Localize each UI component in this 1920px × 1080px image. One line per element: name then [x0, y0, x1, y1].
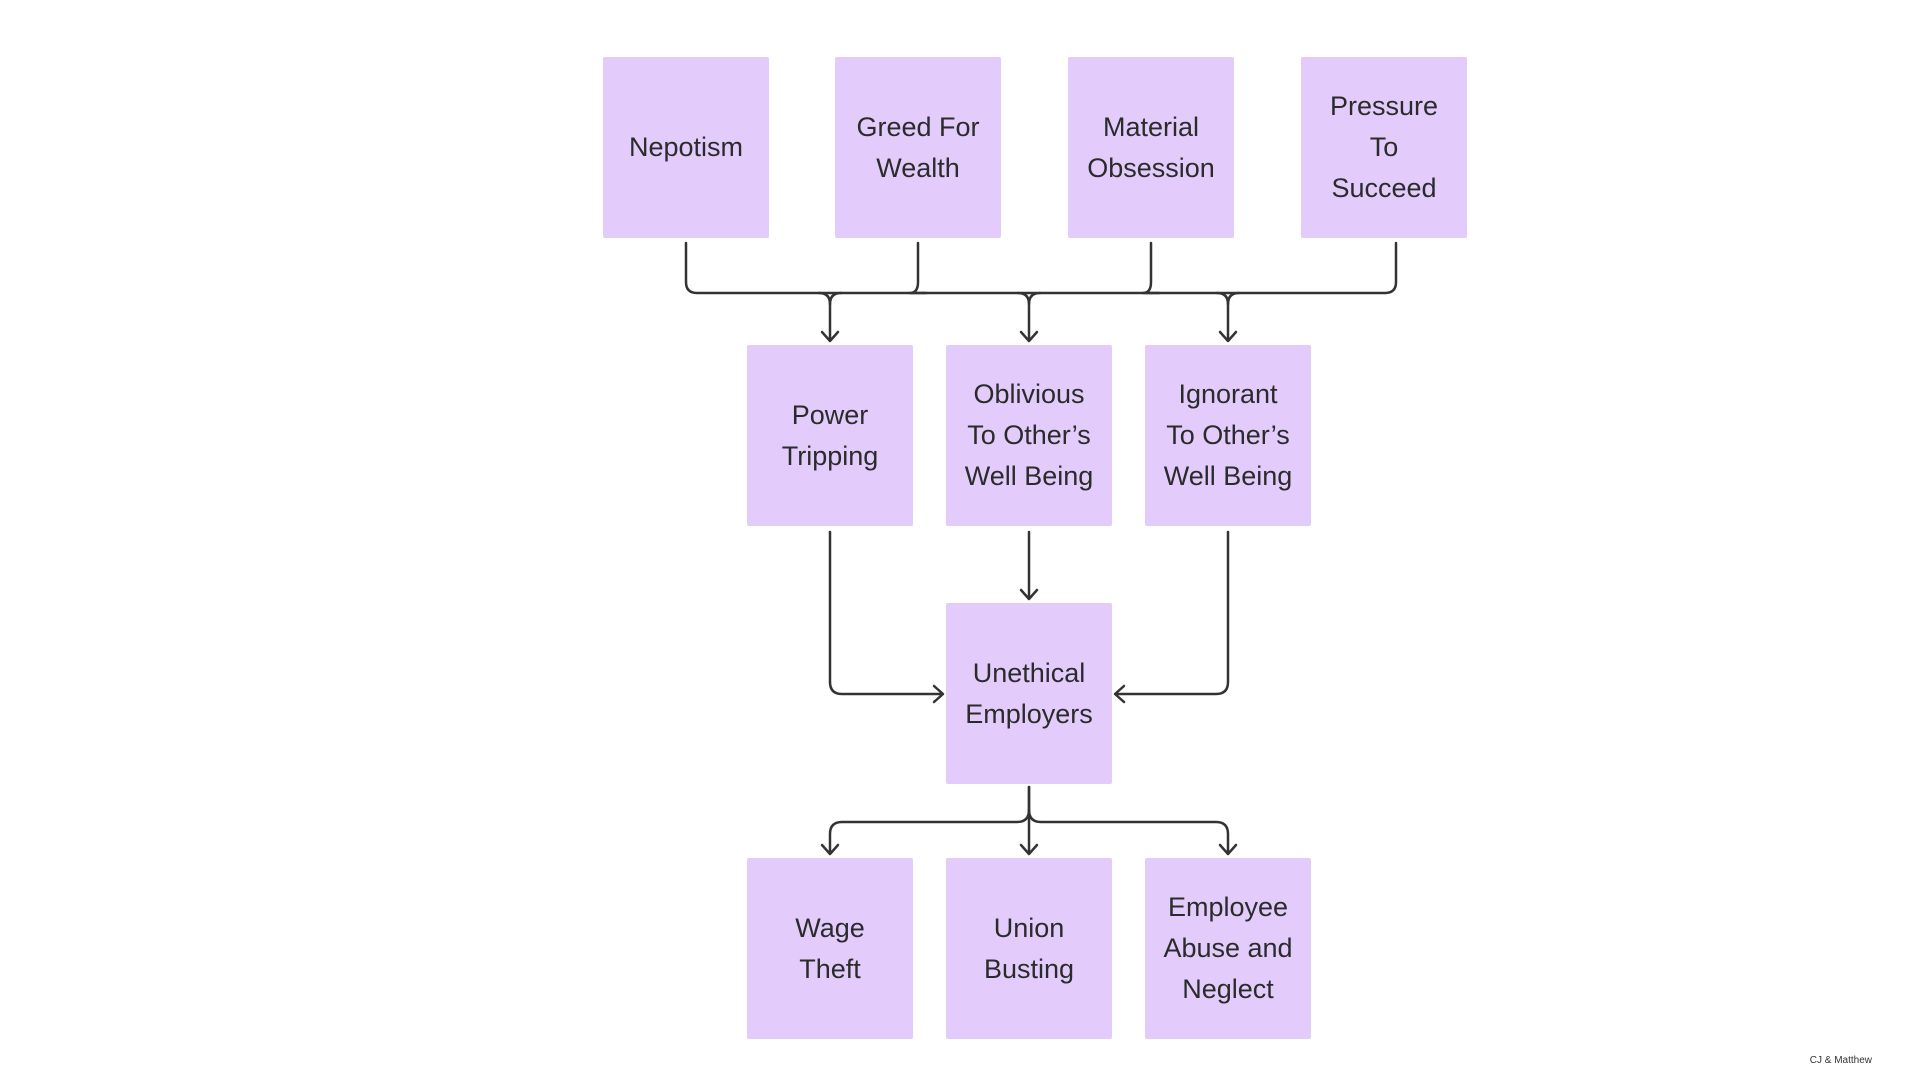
connector-greed — [908, 241, 928, 295]
arrowhead-center-top — [1019, 588, 1039, 601]
node-material-obsession: Material Obsession — [1068, 57, 1234, 238]
node-label: Unethical Employers — [965, 657, 1093, 729]
node-unethical-employers: Unethical Employers — [946, 603, 1112, 784]
node-label: Material Obsession — [1087, 111, 1215, 183]
arrowhead-center-left — [932, 684, 945, 704]
arrowhead-ignorant — [1218, 330, 1238, 343]
connector-power-to-center — [828, 530, 944, 696]
node-label: Power Tripping — [781, 399, 879, 471]
node-ignorant: Ignorant To Other’s Well Being — [1145, 345, 1311, 526]
connector-center-to-wage — [828, 785, 1031, 855]
node-greed-for-wealth: Greed For Wealth — [835, 57, 1001, 238]
node-label: Employee Abuse and Neglect — [1163, 892, 1293, 1004]
connector-center-to-neglect — [1027, 808, 1230, 855]
node-label: Wage Theft — [795, 912, 865, 984]
footer-credit: CJ & Matthew — [1722, 1055, 1872, 1066]
arrowhead-center-right — [1113, 684, 1126, 704]
arrowhead-neglect — [1218, 843, 1238, 856]
connector-drop-ignorant-b — [1226, 291, 1241, 306]
arrowhead-union — [1019, 843, 1039, 856]
node-wage-theft: Wage Theft — [747, 858, 913, 1039]
node-union-busting: Union Busting — [946, 858, 1112, 1039]
arrowhead-wage — [820, 843, 840, 856]
node-label: Pressure To Succeed — [1329, 91, 1439, 203]
arrowhead-oblivious — [1019, 330, 1039, 343]
connector-drop-power-b — [828, 291, 843, 306]
node-pressure-to-succeed: Pressure To Succeed — [1301, 57, 1467, 238]
node-label: Ignorant To Other’s Well Being — [1163, 379, 1293, 491]
connector-material — [1141, 241, 1161, 295]
node-nepotism: Nepotism — [603, 57, 769, 238]
connector-drop-oblivious-b — [1027, 291, 1042, 306]
connector-ignorant-to-center — [1114, 530, 1230, 696]
credit-text: CJ & Matthew — [1809, 1055, 1872, 1066]
connector-nepotism — [684, 241, 1398, 295]
node-label: Nepotism — [628, 132, 744, 162]
node-employee-abuse: Employee Abuse and Neglect — [1145, 858, 1311, 1039]
node-power-tripping: Power Tripping — [747, 345, 913, 526]
node-label: Greed For Wealth — [856, 111, 980, 183]
node-label: Oblivious To Other’s Well Being — [964, 379, 1094, 491]
node-label: Union Busting — [983, 912, 1075, 984]
node-oblivious: Oblivious To Other’s Well Being — [946, 345, 1112, 526]
arrowhead-power — [820, 330, 840, 343]
